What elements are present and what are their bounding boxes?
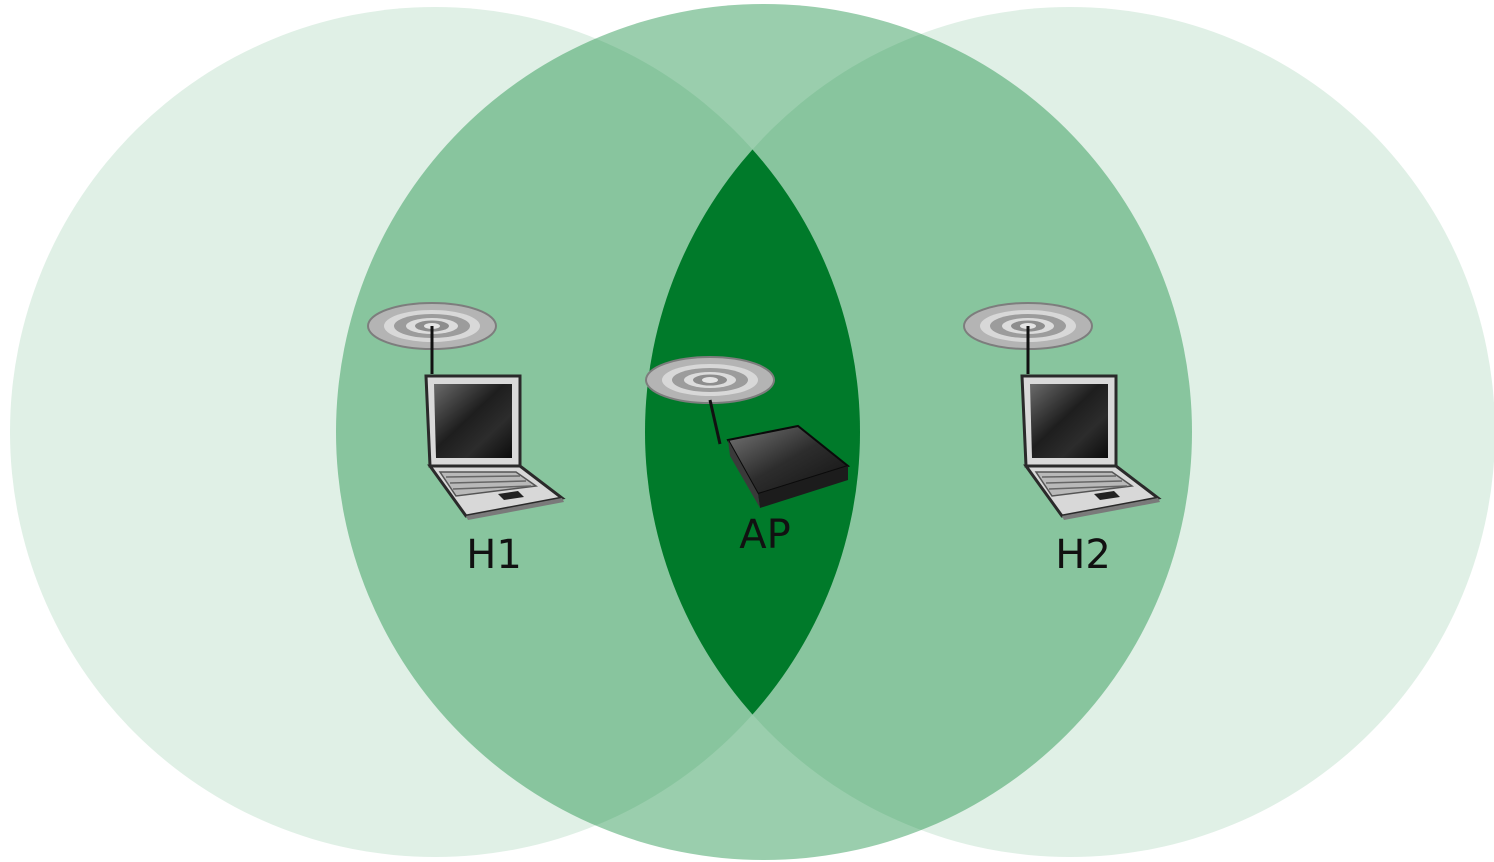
h1-label: H1 [466, 532, 522, 578]
ap-label: AP [739, 512, 790, 558]
ap-signal-icon [645, 356, 775, 404]
coverage-ranges [10, 4, 1494, 860]
h2-label: H2 [1055, 532, 1111, 578]
